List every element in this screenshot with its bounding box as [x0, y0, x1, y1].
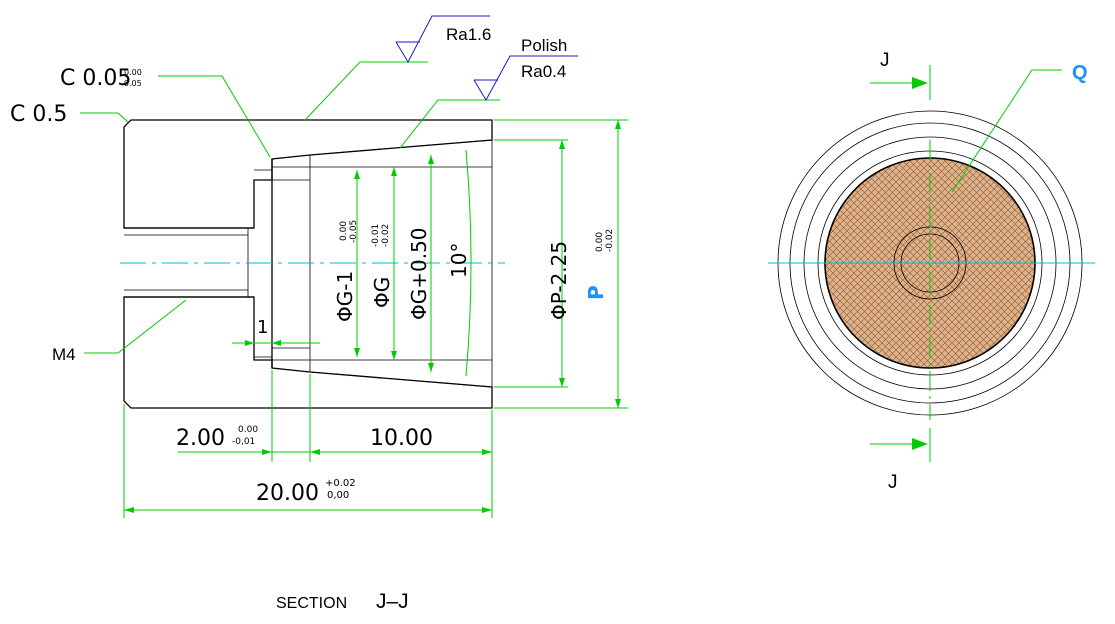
len-counterbore-tol-lower: -0,01 — [232, 437, 255, 447]
section-labels: C 0.05 0.00 -0.05 C 0.5 M4 Ra1.6 Polish … — [10, 25, 615, 613]
step-depth-label: 1 — [257, 317, 268, 338]
dia-g-minus-1-tol-upper: 0.00 — [339, 221, 349, 241]
chamfer-small-label: C 0.05 — [60, 66, 131, 91]
hatch-bottom-wall — [123, 296, 493, 409]
dia-p-tol-lower: -0.02 — [605, 229, 615, 252]
end-view-labels: J J Q — [880, 50, 1088, 493]
thread-label: M4 — [52, 345, 76, 364]
section-mark-top: J — [880, 50, 890, 71]
roughness-bore-upper: Polish — [521, 36, 567, 55]
chamfer-large-label: C 0.5 — [10, 102, 67, 127]
chamfer-small-tol-upper: 0.00 — [124, 68, 142, 77]
dia-g-minus-1-tol-lower: -0.05 — [349, 220, 359, 243]
len-total-tol-upper: +0.02 — [325, 478, 356, 489]
roughness-bore-lower: Ra0.4 — [521, 62, 566, 81]
len-total: 20.00 — [256, 481, 319, 506]
dimension-lines — [80, 61, 628, 518]
len-taper: 10.00 — [370, 426, 433, 451]
dia-g: ΦG — [370, 277, 394, 308]
len-counterbore: 2.00 — [176, 426, 225, 451]
end-view — [768, 65, 1095, 462]
dia-g-tol-upper: -0.01 — [371, 224, 381, 247]
chamfer-small-tol-lower: -0.05 — [121, 79, 142, 88]
len-counterbore-tol-upper: 0.00 — [238, 425, 258, 435]
dia-p-tol-upper: 0.00 — [595, 232, 605, 252]
dia-g-plus: ΦG+0.50 — [407, 227, 431, 320]
dia-p: P — [584, 285, 608, 300]
insert-label: Q — [1072, 62, 1088, 84]
hatch-top-wall — [123, 119, 493, 229]
dia-p-minus: ΦP-2.25 — [547, 241, 571, 320]
section-caption-prefix: SECTION — [276, 595, 347, 612]
angle-label: 10° — [447, 243, 471, 278]
roughness-top: Ra1.6 — [446, 25, 491, 44]
dia-g-tol-lower: -0.02 — [381, 224, 391, 247]
surface-finish-symbols — [395, 15, 578, 102]
dia-g-minus-1: ΦG-1 — [333, 271, 357, 322]
len-total-tol-lower: 0,00 — [327, 490, 349, 501]
section-view — [80, 15, 628, 518]
section-mark-bottom: J — [888, 472, 898, 493]
section-caption-id: J–J — [376, 590, 409, 613]
